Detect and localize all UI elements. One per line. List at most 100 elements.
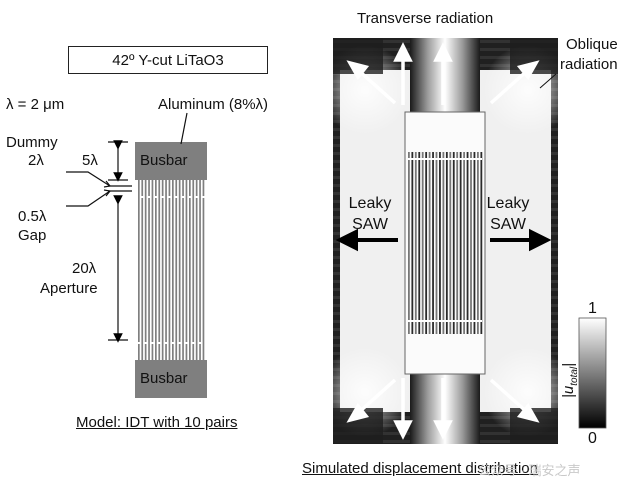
simulated-finger	[439, 152, 441, 334]
watermark: 公众号 · 瑞安之声	[478, 463, 581, 478]
electrode-finger	[185, 180, 188, 342]
electrode-finger	[168, 198, 171, 360]
dummy-finger	[192, 344, 195, 360]
busbar-width-label: 5λ	[82, 152, 98, 169]
electrode-finger	[165, 180, 167, 342]
substrate-box: 42º Y-cut LiTaO3	[68, 46, 268, 74]
electrode-finger	[192, 180, 195, 342]
dummy-finger	[148, 180, 150, 196]
simulated-finger	[480, 152, 483, 334]
simulated-finger	[470, 152, 472, 334]
simulated-finger	[421, 152, 424, 334]
simulated-finger	[463, 152, 465, 334]
oblique-label-2: radiation	[560, 56, 618, 73]
leaky-right: Leaky SAW	[484, 193, 532, 235]
simulated-idt-fingers	[408, 152, 483, 334]
dummy-finger	[202, 180, 205, 196]
leaky-saw-arrows	[335, 228, 552, 252]
busbar-top	[135, 142, 207, 180]
simulated-finger	[408, 152, 410, 334]
leaky-left-line1: Leaky	[348, 195, 392, 212]
electrode-fingers	[138, 180, 205, 360]
simulated-finger	[456, 152, 459, 334]
simulated-finger	[466, 152, 469, 334]
dummy-finger	[168, 180, 171, 196]
simulated-gap	[408, 320, 482, 322]
leaky-left: Leaky SAW	[346, 193, 394, 235]
electrode-finger	[138, 180, 140, 342]
aluminum-label: Aluminum (8%λ)	[158, 96, 269, 113]
simulated-finger	[477, 152, 479, 334]
simulated-finger	[449, 152, 452, 334]
electrode-finger	[202, 198, 205, 360]
idt-model	[135, 112, 207, 398]
simulated-finger	[432, 152, 434, 334]
wavelength-note: λ = 2 μm	[6, 96, 65, 113]
busbar-bottom	[135, 360, 207, 398]
dummy-finger	[151, 344, 154, 360]
dimension-lines	[66, 140, 132, 343]
simulated-finger	[435, 152, 438, 334]
simulated-finger	[414, 152, 417, 334]
electrode-finger	[144, 180, 147, 342]
dummy-finger	[144, 344, 147, 360]
simulated-finger	[473, 152, 476, 334]
dummy-finger	[138, 344, 140, 360]
electrode-finger	[182, 198, 184, 360]
colorbar-min: 0	[588, 430, 597, 447]
dummy-finger	[185, 344, 188, 360]
colorbar-label: |utotal|	[560, 362, 580, 398]
oblique-label-1: Oblique	[566, 36, 618, 53]
leaky-left-line2: SAW	[352, 216, 388, 233]
aperture-size-label: 20λ	[72, 260, 97, 277]
dummy-finger	[178, 344, 181, 360]
transverse-label: Transverse radiation	[357, 10, 494, 27]
simulation-caption: Simulated displacement distribution	[302, 460, 538, 477]
colorbar	[578, 317, 607, 429]
dummy-length-label: 2λ	[28, 152, 44, 169]
electrode-finger	[178, 180, 181, 342]
dummy-finger	[175, 180, 178, 196]
busbar-bottom-label: Busbar	[140, 370, 188, 387]
electrode-finger	[195, 198, 198, 360]
dummy-finger	[158, 344, 161, 360]
electrode-finger	[148, 198, 150, 360]
dummy-finger	[199, 344, 201, 360]
dummy-label: Dummy	[6, 134, 58, 151]
model-caption: Model: IDT with 10 pairs	[76, 414, 238, 431]
substrate-label: 42º Y-cut LiTaO3	[112, 51, 224, 69]
leaky-right-line2: SAW	[490, 216, 526, 233]
electrode-finger	[141, 198, 144, 360]
simulated-finger	[445, 152, 448, 334]
busbar-top-label: Busbar	[140, 152, 188, 169]
dummy-finger	[182, 180, 184, 196]
simulated-gap	[408, 158, 482, 160]
dummy-finger	[161, 180, 164, 196]
dummy-finger	[141, 180, 144, 196]
gap-label: Gap	[18, 227, 47, 244]
simulated-finger	[418, 152, 421, 334]
dummy-finger	[189, 180, 191, 196]
simulated-finger	[428, 152, 431, 334]
electrode-finger	[158, 180, 161, 342]
gap-size-label: 0.5λ	[18, 208, 47, 225]
electrode-finger	[199, 180, 201, 342]
electrode-finger	[155, 198, 157, 360]
electrode-finger	[172, 180, 174, 342]
electrode-finger	[151, 180, 154, 342]
electrode-finger	[189, 198, 191, 360]
leaky-right-line1: Leaky	[486, 195, 530, 212]
dummy-finger	[172, 344, 174, 360]
simulated-finger	[452, 152, 455, 334]
radiation-arrows	[346, 42, 540, 440]
dummy-finger	[195, 180, 198, 196]
simulated-finger	[442, 152, 445, 334]
simulated-finger	[425, 152, 428, 334]
electrode-finger	[161, 198, 164, 360]
simulated-finger	[411, 152, 414, 334]
aperture-label: Aperture	[40, 280, 98, 297]
simulated-finger	[459, 152, 462, 334]
electrode-finger	[175, 198, 178, 360]
dummy-finger	[165, 344, 167, 360]
